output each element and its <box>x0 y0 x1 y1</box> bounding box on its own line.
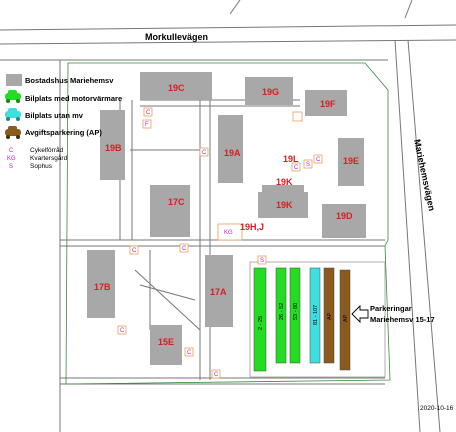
facility-c-17a <box>179 243 189 253</box>
symbol-c-17b: C <box>132 248 137 254</box>
label-19B: 19B <box>105 143 122 153</box>
facility-c-17b <box>129 245 139 255</box>
symbol-c-17a: C <box>182 246 187 252</box>
legend: Bostadshus Mariehemsv Bilplats med motor… <box>5 74 122 170</box>
legend-swatch-paid-car <box>5 126 21 139</box>
parking-callout: Parkeringar Mariehemsv 15-17 <box>351 304 435 324</box>
symbol-c-19l-a: C <box>294 165 299 171</box>
label-19K: 19K <box>276 200 293 210</box>
legend-symbol-s: S <box>9 164 13 170</box>
map-date: 2020-10-16 <box>420 405 454 412</box>
parking-row-2 <box>275 267 287 364</box>
label-19HJ: 19H,J <box>240 222 264 232</box>
buildings <box>87 72 366 365</box>
parking-row-6 <box>339 269 351 371</box>
facility-kg <box>217 223 243 241</box>
facility-c-19a <box>199 147 209 157</box>
legend-symbol-s-label: Sophus <box>30 163 53 170</box>
building-17C <box>150 185 190 237</box>
callout-line2: Mariehemsv 15-17 <box>370 315 435 324</box>
symbol-kg: KG <box>224 230 233 236</box>
building-19E <box>338 138 364 186</box>
facility-s-17a <box>257 255 267 265</box>
parking-row-5 <box>323 267 335 364</box>
parking-row-2-label: 26 - 52 <box>279 303 285 320</box>
callout-arrow-icon <box>351 304 369 324</box>
parking-row-4-label: 81 - 107 <box>313 305 319 325</box>
legend-swatch-motor-car <box>5 90 21 103</box>
building-17B <box>87 250 115 318</box>
legend-label-paid: Avgiftsparkering (AP) <box>25 128 102 137</box>
facility-f-19b <box>142 119 152 129</box>
symbol-c-19l-c: C <box>316 157 321 163</box>
symbol-c-15e-c: C <box>214 372 219 378</box>
parking-row-5-label: AP <box>327 312 333 320</box>
label-19L: 19L <box>283 154 299 164</box>
label-17B: 17B <box>94 282 111 292</box>
legend-label-no-motor: Bilplats utan mv <box>25 111 84 120</box>
label-19D: 19D <box>336 211 353 221</box>
symbol-c-19a: C <box>202 150 207 156</box>
label-19F: 19F <box>320 99 336 109</box>
symbol-c-15e-a: C <box>120 328 125 334</box>
street-north: Morkullevägen <box>145 32 208 42</box>
parking-area-outline <box>249 261 386 378</box>
legend-symbol-kg-label: Kvartersgård <box>30 154 68 162</box>
parking-row-4 <box>309 267 321 364</box>
legend-swatch-no-motor-car <box>5 108 21 121</box>
building-19A <box>218 115 243 183</box>
parking-row-3 <box>289 267 301 364</box>
facility-c-15e-b <box>184 347 194 357</box>
parking-row-3-label: 53 - 80 <box>293 303 299 320</box>
property-boundary <box>65 62 391 385</box>
building-19C <box>140 72 212 100</box>
parking-row-1-label: 2 - 25 <box>258 316 264 330</box>
facilities <box>117 107 323 379</box>
facility-c-19l-b <box>303 159 313 169</box>
building-19K <box>258 192 308 218</box>
building-19D <box>322 204 366 238</box>
building-17A <box>205 255 233 327</box>
label-17C: 17C <box>168 197 185 207</box>
facility-c-15e-a <box>117 325 127 335</box>
symbol-c-15e-b: C <box>187 350 192 356</box>
facility-c-19b <box>143 107 153 117</box>
symbol-s-19l: S <box>306 162 310 168</box>
label-19C: 19C <box>168 83 185 93</box>
building-19G <box>245 77 293 105</box>
legend-swatch-building <box>6 74 22 86</box>
legend-label-motor: Bilplats med motorvärmare <box>25 94 122 103</box>
symbol-c-19b: C <box>146 110 151 116</box>
label-19K-north: 19K <box>276 177 293 187</box>
parking-rows <box>253 267 351 372</box>
parking-row-1 <box>253 267 267 372</box>
legend-symbol-c: C <box>9 148 14 154</box>
facility-f-19c <box>292 111 303 122</box>
label-19E: 19E <box>343 156 359 166</box>
legend-label-building: Bostadshus Mariehemsv <box>25 76 114 85</box>
facility-c-15e-c <box>211 369 221 379</box>
legend-symbol-c-label: Cykelförråd <box>30 146 64 154</box>
label-19G: 19G <box>262 87 279 97</box>
facility-c-19l-a <box>291 162 301 172</box>
building-19B <box>100 110 125 180</box>
label-19A: 19A <box>224 148 241 158</box>
symbol-s-17a: S <box>260 258 264 264</box>
symbol-f-19b: F <box>145 122 149 128</box>
street-east: Mariehemsvägen <box>412 138 437 212</box>
label-15E: 15E <box>158 337 174 347</box>
legend-symbol-kg: KG <box>7 156 16 162</box>
facility-c-19l-c <box>313 154 323 164</box>
building-15E <box>150 325 182 365</box>
building-19F <box>305 90 347 116</box>
callout-line1: Parkeringar <box>370 304 412 313</box>
parking-row-6-label: AP <box>343 314 349 322</box>
label-17A: 17A <box>210 287 227 297</box>
